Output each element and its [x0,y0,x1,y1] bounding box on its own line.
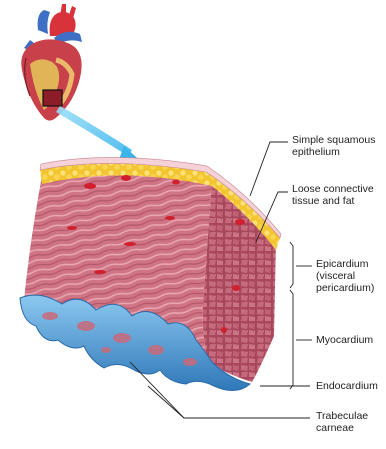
vena-cava-icon [38,10,50,34]
label-myocardium: Myocardium [316,334,373,346]
heart-thumbnail [21,4,82,121]
label-endocardium: Endocardium [316,380,378,392]
zoom-arrow [56,106,146,166]
bracket-epicardium [290,242,293,288]
label-loose-connective: Loose connective tissue and fat [292,183,374,207]
selection-box [43,90,62,106]
label-simple-squamous: Simple squamous epithelium [292,134,375,158]
heart-wall-block [20,157,281,390]
label-epicardium: Epicardium (visceral pericardium) [316,258,374,294]
bracket-myocardium [290,290,293,389]
leader-simple-squamous [250,142,288,196]
label-trabeculae: Trabeculae carneae [316,410,368,434]
myocardium-side-face [203,182,276,382]
